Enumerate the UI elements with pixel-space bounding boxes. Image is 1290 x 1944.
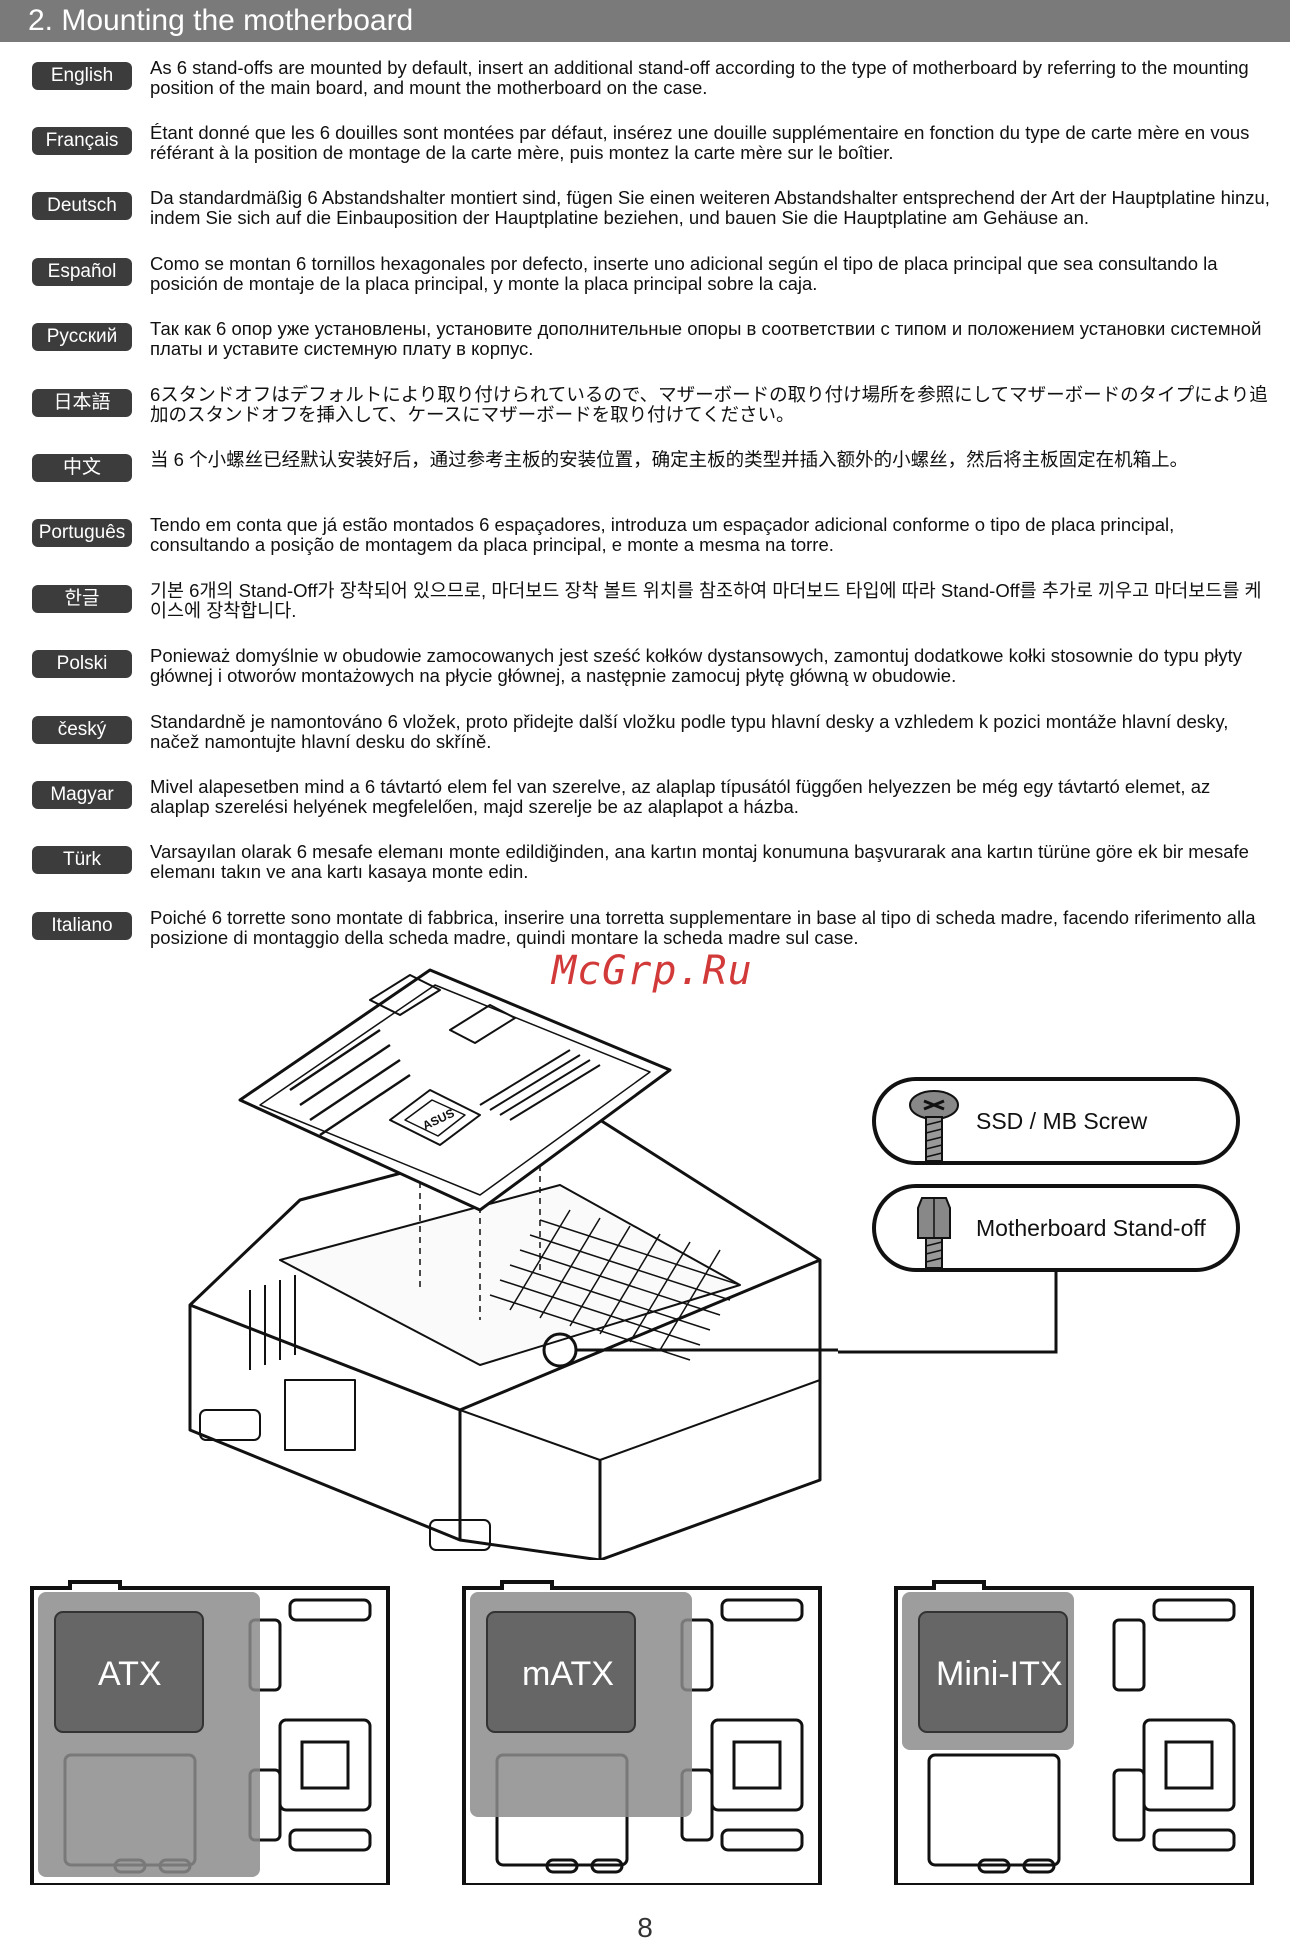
instruction-row-russian: Русский Так как 6 опор уже установлены, … [0, 317, 1290, 377]
language-badge: Türk [32, 846, 132, 874]
language-badge: Magyar [32, 781, 132, 809]
instruction-text: Так как 6 опор уже установлены, установи… [150, 318, 1262, 359]
instruction-text: Étant donné que les 6 douilles sont mont… [150, 122, 1250, 163]
callout-standoff: Motherboard Stand-off [872, 1184, 1240, 1272]
instruction-text: Tendo em conta que já estão montados 6 e… [150, 514, 1175, 555]
page-number: 8 [637, 1912, 653, 1943]
language-badge: Français [32, 127, 132, 155]
instruction-text: Ponieważ domyślnie w obudowie zamocowany… [150, 645, 1243, 686]
instruction-row-czech: český Standardně je namontováno 6 vložek… [0, 710, 1290, 770]
instruction-row-japanese: 日本語 6スタンドオフはデフォルトにより取り付けられているので、マザーボードの取… [0, 383, 1290, 443]
language-badge: English [32, 62, 132, 90]
tray-diagram [894, 1580, 1254, 1887]
instruction-row-hungarian: Magyar Mivel alapesetben mind a 6 távtar… [0, 775, 1290, 835]
instruction-row-german: Deutsch Da standardmäßig 6 Abstandshalte… [0, 186, 1290, 246]
tray-diagram [462, 1580, 822, 1887]
layout-type-label: ATX [98, 1655, 162, 1693]
instruction-text: Da standardmäßig 6 Abstandshalter montie… [150, 187, 1270, 228]
instruction-text: As 6 stand-offs are mounted by default, … [150, 57, 1249, 98]
tray-diagram [30, 1580, 390, 1887]
instruction-row-french: Français Étant donné que les 6 douilles … [0, 121, 1290, 181]
callout-label: Motherboard Stand-off [976, 1215, 1206, 1241]
watermark-text: McGrp.Ru [552, 948, 753, 994]
instruction-text: Como se montan 6 tornillos hexagonales p… [150, 253, 1218, 294]
instruction-text: Mivel alapesetben mind a 6 távtartó elem… [150, 776, 1211, 817]
case-illustration: ASUS [188, 968, 838, 1560]
screw-icon [909, 1090, 959, 1162]
language-badge: Русский [32, 323, 132, 351]
section-title: 2. Mounting the motherboard [28, 4, 414, 37]
callout-connector [838, 1270, 1058, 1354]
instruction-text: 6スタンドオフはデフォルトにより取り付けられているので、マザーボードの取り付け場… [150, 384, 1268, 425]
layout-atx: ATX [30, 1580, 390, 1887]
section-header: 2. Mounting the motherboard [0, 0, 1290, 42]
language-badge: Deutsch [32, 192, 132, 220]
instruction-text: Poiché 6 torrette sono montate di fabbri… [150, 907, 1256, 948]
layout-type-label: Mini-ITX [936, 1655, 1063, 1693]
instruction-row-spanish: Español Como se montan 6 tornillos hexag… [0, 252, 1290, 312]
instruction-text: 当 6 个小螺丝已经默认安装好后，通过参考主板的安装位置，确定主板的类型并插入额… [150, 449, 1189, 470]
language-badge: Polski [32, 650, 132, 678]
callout-label: SSD / MB Screw [976, 1108, 1148, 1134]
language-badge: český [32, 716, 132, 744]
instruction-row-italian: Italiano Poiché 6 torrette sono montate … [0, 906, 1290, 966]
callout-screw: SSD / MB Screw [872, 1077, 1240, 1165]
instruction-text: Standardně je namontováno 6 vložek, prot… [150, 711, 1229, 752]
instruction-text: Varsayılan olarak 6 mesafe elemanı monte… [150, 841, 1249, 882]
instruction-row-english: English As 6 stand-offs are mounted by d… [0, 56, 1290, 116]
layout-matx: mATX [462, 1580, 822, 1887]
instruction-row-portuguese: Português Tendo em conta que já estão mo… [0, 513, 1290, 573]
language-badge: 日本語 [32, 389, 132, 417]
language-badge: 한글 [32, 585, 132, 613]
layout-mini-itx: Mini-ITX [894, 1580, 1254, 1887]
instruction-row-korean: 한글 기본 6개의 Stand-Off가 장착되어 있으므로, 마더보드 장착 … [0, 579, 1290, 639]
instruction-row-turkish: Türk Varsayılan olarak 6 mesafe elemanı … [0, 840, 1290, 900]
instruction-row-chinese: 中文 当 6 个小螺丝已经默认安装好后，通过参考主板的安装位置，确定主板的类型并… [0, 448, 1290, 508]
language-badge: 中文 [32, 454, 132, 482]
language-badge: Português [32, 519, 132, 547]
language-badge: Italiano [32, 912, 132, 940]
language-badge: Español [32, 258, 132, 286]
layout-type-label: mATX [522, 1655, 614, 1693]
instruction-text: 기본 6개의 Stand-Off가 장착되어 있으므로, 마더보드 장착 볼트 … [150, 580, 1262, 621]
instruction-row-polish: Polski Ponieważ domyślnie w obudowie zam… [0, 644, 1290, 704]
standoff-icon [917, 1197, 951, 1269]
